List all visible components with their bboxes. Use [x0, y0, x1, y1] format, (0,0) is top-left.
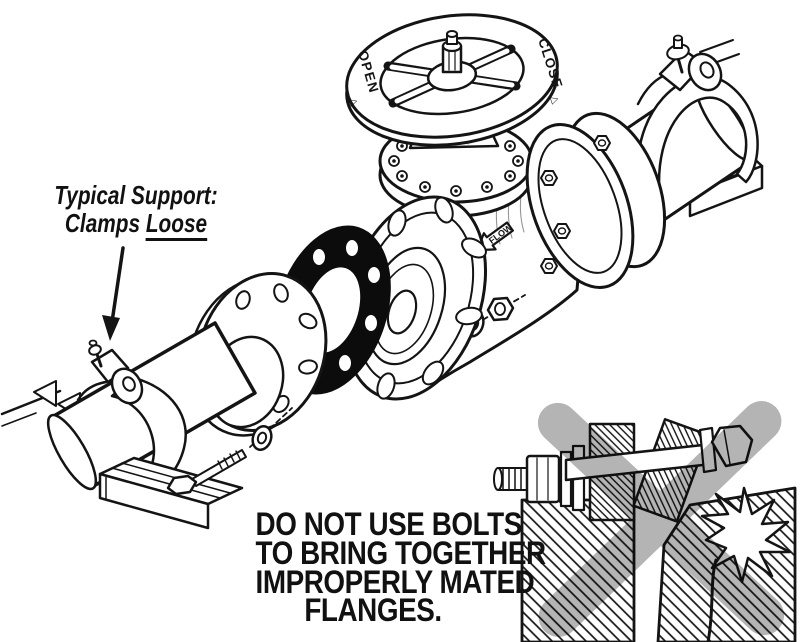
inset-misaligned-flanges [493, 401, 797, 642]
left-clamp [76, 339, 187, 496]
outlet-flange-joint [525, 111, 667, 289]
bolt-head [166, 474, 198, 496]
right-clamp [636, 34, 759, 202]
inset-nut [525, 454, 561, 504]
support-note-line2: Clamps Loose [51, 207, 221, 241]
warning-text: DO NOT USE BOLTS TO BRING TOGETHER IMPRO… [255, 506, 547, 629]
warning-line1: DO NOT USE BOLTS [255, 506, 523, 542]
right-clamp-ear [687, 52, 723, 92]
pipe-flange-holes [235, 283, 318, 421]
open-direction-icon: △ [347, 97, 360, 108]
support-note: Typical Support: Clamps Loose [51, 180, 221, 241]
inset-x-overlay [537, 401, 785, 637]
left-clamp-ear [110, 367, 144, 405]
warning-line3: IMPROPERLY MATED [255, 563, 535, 600]
exploded-flange-bolt [166, 407, 293, 496]
joint-bolts [540, 135, 611, 274]
inlet-flange-holes [342, 196, 487, 400]
support-note-arrow [102, 246, 125, 341]
right-clamp-bolt [666, 34, 690, 74]
warning-line4: FLANGES. [304, 592, 442, 629]
stem-nut [441, 30, 463, 74]
close-direction-icon: △ [548, 95, 561, 106]
flange-washer [251, 425, 273, 451]
support-note-line1: Typical Support: [54, 180, 218, 210]
exploded-nut [486, 296, 515, 322]
handwheel: OPEN △ CLOSE △ [345, 13, 566, 147]
support-note-emphasis: Loose [145, 207, 208, 241]
left-clamp-bolt [88, 339, 103, 368]
